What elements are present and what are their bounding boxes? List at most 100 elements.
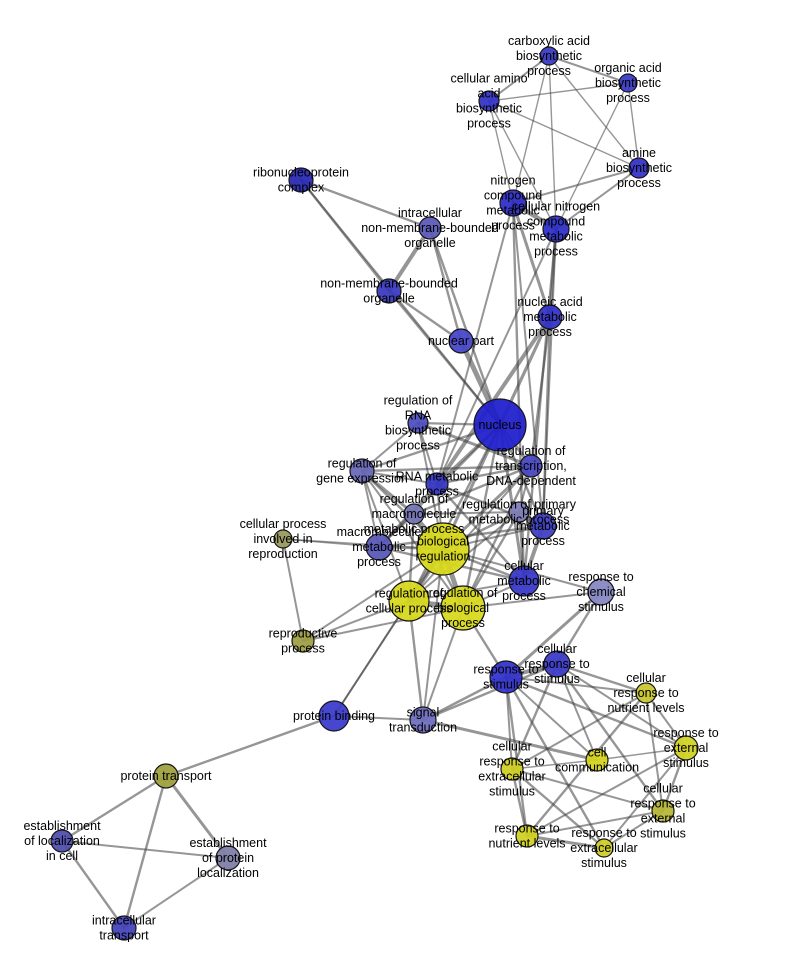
- node-carboxylic-acid-biosynthetic-process[interactable]: [539, 46, 559, 66]
- graph-edge: [462, 591, 602, 609]
- graph-edge: [511, 692, 647, 770]
- graph-edge: [302, 607, 464, 642]
- graph-edge: [164, 774, 230, 860]
- node-regulation-of-biological-process[interactable]: [440, 585, 486, 631]
- graph-edge: [123, 857, 229, 929]
- graph-edge: [556, 663, 598, 761]
- node-regulation-of-macromolecule-metabolic-process[interactable]: [403, 503, 425, 525]
- node-cellular-amino-acid-biosynthetic-process[interactable]: [478, 90, 500, 112]
- graph-edge: [488, 100, 557, 230]
- graph-edge: [488, 100, 514, 204]
- graph-edge: [360, 464, 533, 473]
- node-cellular-response-to-extracellular-stimulus[interactable]: [500, 757, 524, 781]
- graph-edge: [511, 768, 664, 812]
- node-regulation-of-primary-metabolic-process[interactable]: [508, 501, 530, 523]
- node-response-to-chemical-stimulus[interactable]: [587, 578, 615, 606]
- graph-edge: [461, 423, 502, 610]
- node-nuclear-part[interactable]: [448, 328, 474, 354]
- node-cellular-response-to-external-stimulus[interactable]: [651, 799, 675, 823]
- graph-edge: [435, 464, 533, 486]
- node-signal-transduction[interactable]: [409, 706, 437, 734]
- node-cellular-response-to-stimulus[interactable]: [543, 650, 571, 678]
- node-amine-biosynthetic-process[interactable]: [628, 157, 650, 179]
- node-biological-regulation[interactable]: [416, 522, 470, 576]
- graph-edge: [603, 747, 687, 849]
- node-cellular-response-to-nutrient-levels[interactable]: [635, 682, 657, 704]
- node-cell-communication[interactable]: [585, 748, 609, 772]
- node-cellular-metabolic-process[interactable]: [508, 565, 540, 597]
- node-regulation-of-cellular-process[interactable]: [388, 580, 430, 622]
- node-intracellular-transport[interactable]: [111, 915, 137, 941]
- graph-edge: [596, 747, 687, 761]
- graph-edge: [488, 82, 629, 102]
- graph-edge: [333, 548, 444, 717]
- graph-edge: [122, 774, 168, 930]
- node-establishment-of-localization-in-cell[interactable]: [50, 829, 74, 853]
- edges-layer: [60, 55, 688, 930]
- node-nucleus[interactable]: [473, 398, 527, 452]
- graph-edge: [61, 840, 229, 859]
- node-primary-metabolic-process[interactable]: [529, 512, 557, 540]
- graph-edge: [522, 227, 558, 583]
- graph-edge: [505, 676, 598, 761]
- graph-edge: [60, 839, 126, 930]
- graph-edge: [435, 482, 526, 583]
- graph-edge: [488, 55, 550, 102]
- graph-edge: [510, 662, 559, 771]
- graph-edge: [504, 675, 606, 850]
- graph-edge: [541, 315, 552, 528]
- node-response-to-nutrient-levels[interactable]: [515, 824, 539, 848]
- graph-edge: [416, 421, 533, 468]
- graph-edge: [505, 676, 647, 694]
- node-macromolecule-metabolic-process[interactable]: [365, 533, 393, 561]
- node-response-to-stimulus[interactable]: [489, 660, 523, 694]
- node-reproductive-process[interactable]: [291, 629, 315, 653]
- graph-edge: [548, 55, 629, 84]
- node-rna-metabolic-process[interactable]: [425, 472, 449, 496]
- graph-edge: [428, 226, 502, 427]
- node-ribonucleoprotein-complex[interactable]: [288, 167, 314, 193]
- node-regulation-of-gene-expression[interactable]: [349, 458, 375, 484]
- node-nitrogen-compound-metabolic-process[interactable]: [499, 189, 527, 217]
- graph-edge: [526, 810, 664, 837]
- graph-edge: [555, 662, 648, 695]
- nodes-layer: [50, 46, 699, 941]
- graph-edge: [387, 289, 502, 427]
- graph-edge: [422, 548, 444, 721]
- graph-edge: [504, 590, 603, 679]
- node-nucleic-acid-metabolic-process[interactable]: [537, 304, 563, 330]
- node-organic-acid-biosynthetic-process[interactable]: [618, 73, 638, 93]
- graph-edge: [361, 470, 438, 485]
- node-intracellular-non-membrane-bounded-organelle[interactable]: [418, 216, 442, 240]
- graph-edge: [511, 201, 552, 319]
- graph-edge: [164, 714, 336, 778]
- graph-edge: [412, 464, 533, 516]
- graph-edge: [282, 538, 380, 548]
- graph-edge: [302, 548, 444, 642]
- node-regulation-of-rna-biosynthetic-process[interactable]: [407, 412, 429, 434]
- node-establishment-of-protein-localization[interactable]: [215, 845, 241, 871]
- node-non-membrane-bounded-organelle[interactable]: [376, 278, 402, 304]
- node-protein-transport[interactable]: [153, 763, 179, 789]
- graph-edge: [282, 538, 304, 642]
- graph-edge: [60, 774, 168, 843]
- node-cellular-process-involved-in-reproduction[interactable]: [273, 529, 293, 549]
- node-response-to-extracellular-stimulus[interactable]: [594, 838, 614, 858]
- graph-edge: [603, 810, 664, 849]
- graph-edge: [627, 82, 640, 169]
- graph-edge: [436, 228, 557, 485]
- node-response-to-external-stimulus[interactable]: [673, 735, 699, 761]
- graph-edge: [555, 167, 640, 230]
- node-regulation-of-transcription-dna-dependent[interactable]: [519, 454, 543, 478]
- graph-edge: [555, 590, 603, 666]
- node-cellular-nitrogen-compound-metabolic-process[interactable]: [542, 215, 570, 243]
- graph-edge: [299, 178, 432, 230]
- graph-edge: [548, 55, 557, 230]
- graph-edge: [387, 289, 463, 343]
- graph-edge: [512, 55, 550, 204]
- node-protein-binding[interactable]: [318, 700, 350, 732]
- graph-edge: [548, 55, 640, 169]
- graph-edge: [428, 226, 463, 343]
- graph-edge: [511, 759, 598, 770]
